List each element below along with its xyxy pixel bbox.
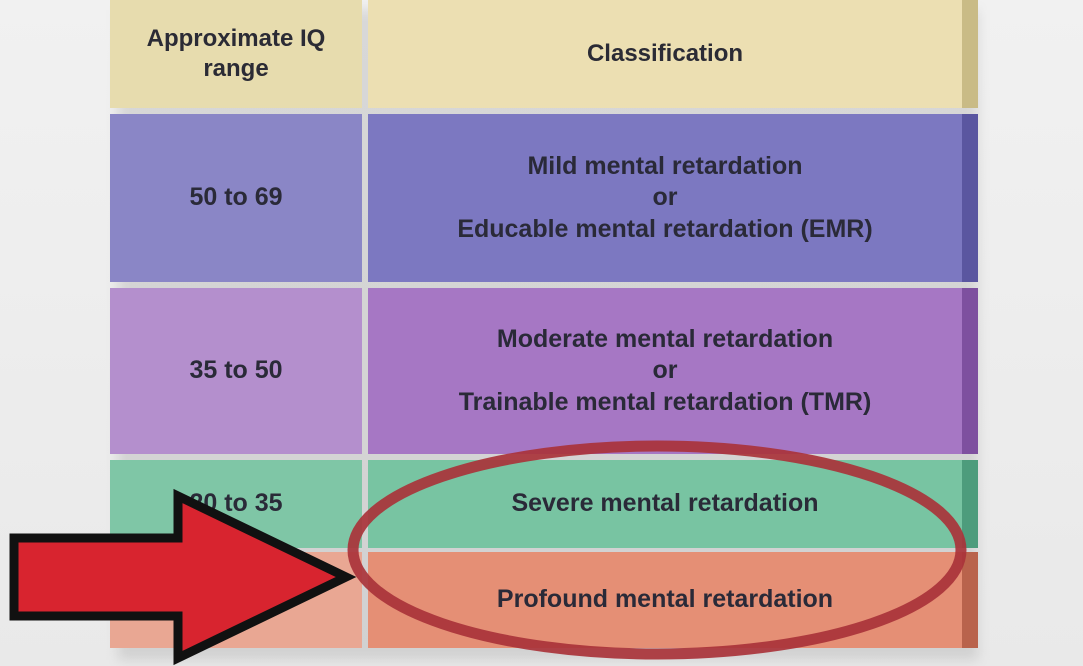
classification-line: Moderate mental retardation [496, 325, 834, 354]
classification-line: Educable mental retardation (EMR) [457, 214, 873, 243]
iq-range-value: 20 to 35 [189, 489, 283, 518]
classification-line: Severe mental retardation [511, 489, 819, 518]
row-moderate-iq: 35 to 50 [110, 288, 362, 454]
header-iq-range: Approximate IQ range [110, 0, 362, 108]
classification-line: Trainable mental retardation (TMR) [458, 387, 872, 416]
header-iq-range-label: Approximate IQ range [146, 25, 326, 82]
table-edge [962, 552, 978, 648]
row-profound-iq [110, 552, 362, 648]
iq-range-value: 35 to 50 [189, 356, 283, 385]
classification-line: or [652, 183, 678, 212]
header-classification-label: Classification [586, 40, 744, 67]
table-edge [962, 114, 978, 282]
row-severe-classification: Severe mental retardation [368, 460, 962, 548]
row-mild-classification: Mild mental retardation or Educable ment… [368, 114, 962, 282]
row-severe-iq: 20 to 35 [110, 460, 362, 548]
iq-classification-table: Approximate IQ range Classification 50 t… [110, 0, 978, 652]
header-classification: Classification [368, 0, 962, 108]
classification-line: Profound mental retardation [496, 585, 834, 614]
table-edge [962, 460, 978, 548]
row-mild-iq: 50 to 69 [110, 114, 362, 282]
classification-line: Mild mental retardation [527, 152, 803, 181]
row-moderate-classification: Moderate mental retardation or Trainable… [368, 288, 962, 454]
table-edge [962, 0, 978, 108]
iq-range-value: 50 to 69 [189, 183, 283, 212]
table-edge [962, 288, 978, 454]
classification-line: or [652, 356, 678, 385]
row-profound-classification: Profound mental retardation [368, 552, 962, 648]
